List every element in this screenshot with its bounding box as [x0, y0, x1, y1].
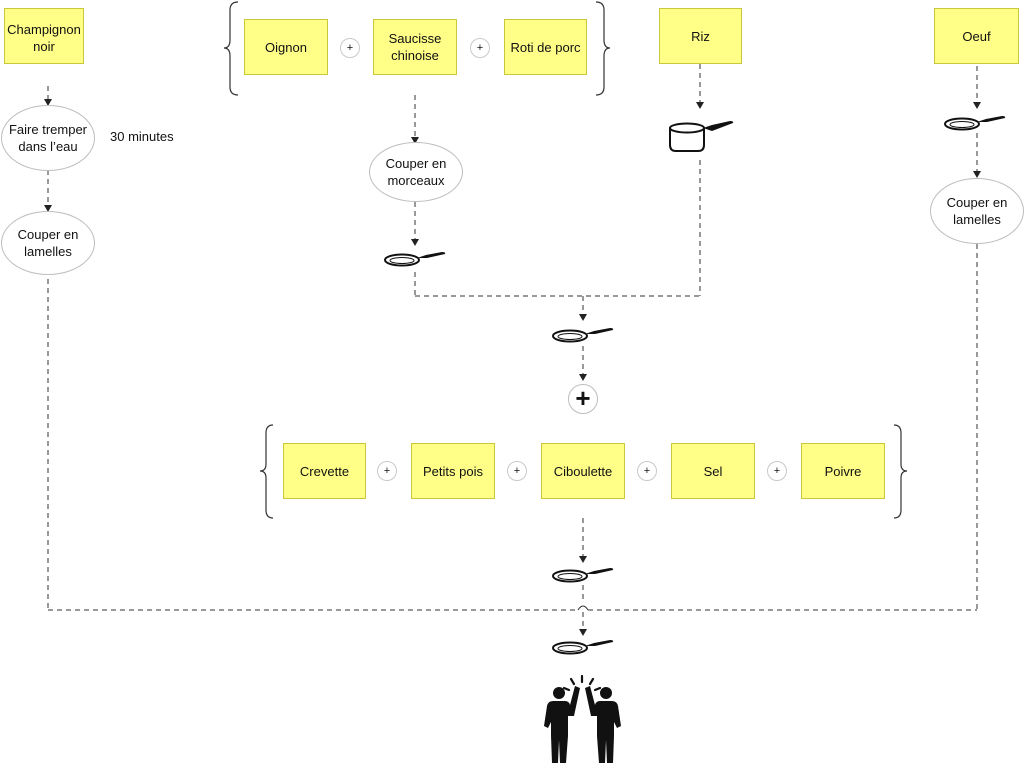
note-label: Oeuf	[962, 28, 991, 44]
ingredient-note-oignon: Oignon	[244, 19, 328, 75]
left-brace	[259, 424, 274, 519]
right-brace	[595, 1, 611, 96]
plus-icon: +	[470, 38, 490, 58]
step-oval-lamelles-oeuf: Couper en lamelles	[930, 178, 1024, 244]
note-label: Riz	[691, 28, 710, 44]
note-label: Oignon	[265, 39, 307, 55]
note-label: Ciboulette	[553, 463, 613, 479]
plus-icon: +	[767, 461, 787, 481]
step-label: Couper en lamelles	[17, 227, 79, 259]
ingredient-note-champignon: Champignon noir	[4, 8, 84, 64]
frying-pan-icon	[944, 115, 1007, 131]
ingredient-note-roti: Roti de porc	[504, 19, 587, 75]
ingredient-note-saucisse: Saucisse chinoise	[373, 19, 457, 75]
ingredient-note-poivre: Poivre	[801, 443, 885, 499]
step-oval-tremper: Faire tremper dans l’eau	[1, 105, 95, 171]
note-label: Sel	[703, 463, 723, 479]
step-oval-lamelles-champignon: Couper en lamelles	[1, 211, 95, 275]
frying-pan-icon	[552, 567, 615, 583]
frying-pan-icon	[552, 639, 615, 655]
ingredient-note-riz: Riz	[659, 8, 742, 64]
left-brace	[223, 1, 239, 96]
ingredient-note-sel: Sel	[671, 443, 755, 499]
step-label: Couper en lamelles	[946, 195, 1008, 227]
saucepan-icon	[669, 121, 734, 152]
note-label: Saucisse chinoise	[388, 31, 442, 63]
plus-icon: +	[377, 461, 397, 481]
step-oval-morceaux: Couper en morceaux	[369, 142, 463, 202]
step-label: Couper en morceaux	[385, 156, 447, 188]
note-label: Champignon noir	[7, 22, 81, 54]
note-label: Crevette	[299, 463, 350, 479]
plus-icon: +	[340, 38, 360, 58]
ingredient-note-ciboulette: Ciboulette	[541, 443, 625, 499]
ingredient-note-crevette: Crevette	[283, 443, 366, 499]
ingredient-note-petits-pois: Petits pois	[411, 443, 495, 499]
step-label: Faire tremper dans l’eau	[8, 122, 88, 154]
note-label: Roti de porc	[510, 39, 581, 55]
duration-label: 30 minutes	[110, 129, 174, 144]
plus-icon: +	[637, 461, 657, 481]
plus-icon: +	[507, 461, 527, 481]
note-label: Petits pois	[423, 463, 483, 479]
ingredient-note-oeuf: Oeuf	[934, 8, 1019, 64]
right-brace	[893, 424, 908, 519]
frying-pan-icon	[384, 251, 447, 267]
frying-pan-icon	[552, 327, 615, 343]
note-label: Poivre	[824, 463, 862, 479]
plus-icon: +	[568, 384, 598, 414]
high-five-icon	[544, 674, 621, 763]
connector-hop	[577, 605, 589, 611]
